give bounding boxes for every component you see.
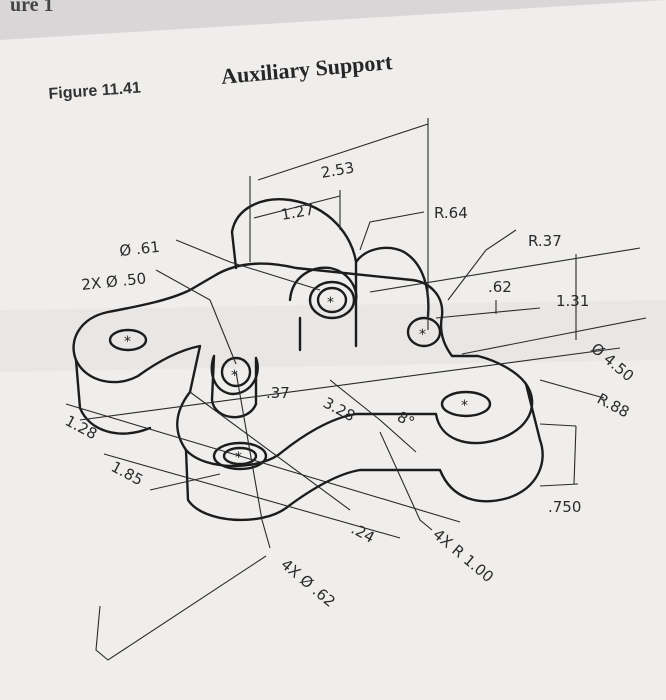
left-boss: [210, 354, 259, 419]
svg-text:*: *: [327, 295, 334, 311]
dim-62: .62: [488, 278, 512, 296]
upright-front: [288, 266, 358, 352]
dim-dia-61: Ø .61: [119, 238, 161, 260]
dim-750: .750: [548, 498, 581, 516]
dim-angle-8: 8°: [394, 408, 418, 432]
dim-2-53: 2.53: [320, 158, 356, 182]
hole-upright-inner: [316, 286, 348, 314]
hole-front: [212, 441, 268, 471]
dim-r-37: R.37: [528, 232, 562, 250]
dim-r-64: R.64: [434, 204, 468, 222]
base-top-outline: [72, 262, 534, 468]
dim-1-31: 1.31: [556, 292, 589, 310]
cropped-header-text: ure 1: [10, 0, 54, 16]
hole-upright: [308, 280, 356, 320]
part-drawing: [72, 198, 544, 522]
dim-37: .37: [266, 384, 290, 402]
svg-text:*: *: [231, 368, 238, 384]
hole-right: [440, 390, 492, 418]
svg-text:*: *: [461, 398, 468, 414]
dimension-lines: [65, 118, 647, 661]
svg-text:*: *: [419, 327, 426, 343]
paper-shadow-band: [0, 300, 666, 372]
center-marks: * * * * * *: [124, 295, 468, 466]
hole-right-upper: [406, 316, 442, 348]
hole-boss: [220, 356, 252, 388]
svg-text:*: *: [235, 450, 242, 466]
svg-text:*: *: [124, 334, 131, 350]
hole-front-inner: [222, 446, 258, 466]
dim-1-27: 1.27: [280, 200, 316, 224]
hole-left-rear: [108, 328, 148, 352]
base-side-outline: [74, 358, 544, 522]
